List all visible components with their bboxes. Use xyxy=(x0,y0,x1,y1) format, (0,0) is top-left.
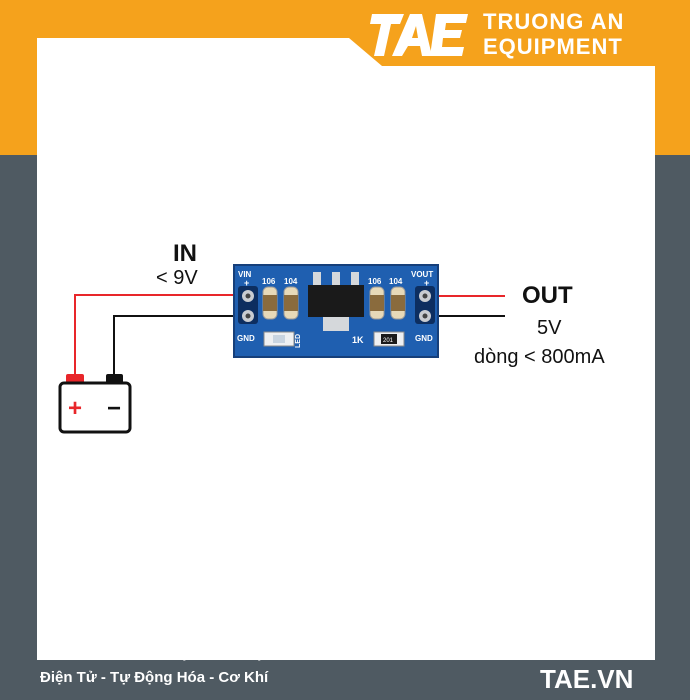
input-title: IN xyxy=(173,240,197,267)
gnd-right-label: GND xyxy=(415,334,433,343)
cap-right-a-label: 106 xyxy=(368,277,382,286)
vout-label: VOUT xyxy=(411,270,433,279)
output-current: dòng < 800mA xyxy=(474,346,605,368)
vout-plus: + xyxy=(424,278,429,288)
vin-plus: + xyxy=(244,278,249,288)
brand-line2: EQUIPMENT xyxy=(483,34,623,59)
gnd-left-label: GND xyxy=(237,334,255,343)
res-code: 201 xyxy=(383,338,394,344)
led-label: LED xyxy=(295,334,302,348)
battery-icon: + − xyxy=(58,374,132,434)
ams1117-board: VIN + 106 104 106 104 VOUT + GND GND LED… xyxy=(233,264,439,358)
cap-left-a-label: 106 xyxy=(262,277,276,286)
negative-input-wire xyxy=(113,315,245,378)
cap-right-b-label: 104 xyxy=(389,277,403,286)
brand-name: TRUONG AN EQUIPMENT xyxy=(483,10,624,60)
res-label: 1K xyxy=(352,335,364,345)
cap-left-b-label: 104 xyxy=(284,277,298,286)
tae-logo-icon xyxy=(370,14,468,56)
battery-plus: + xyxy=(68,395,82,422)
positive-input-wire xyxy=(74,294,245,378)
brand-line1: TRUONG AN xyxy=(483,9,625,34)
footer-tagline: CUNG CẤP THIẾT BỊ - LINH KIỆN xyxy=(40,645,275,662)
output-title: OUT xyxy=(522,282,573,309)
vin-label: VIN xyxy=(238,270,252,279)
battery-minus: − xyxy=(107,395,121,422)
input-voltage: < 9V xyxy=(156,267,198,289)
footer-subtitle: Điện Tử - Tự Động Hóa - Cơ Khí xyxy=(40,669,269,686)
output-voltage: 5V xyxy=(537,317,562,339)
site-link[interactable]: TAE.VN xyxy=(540,664,634,694)
